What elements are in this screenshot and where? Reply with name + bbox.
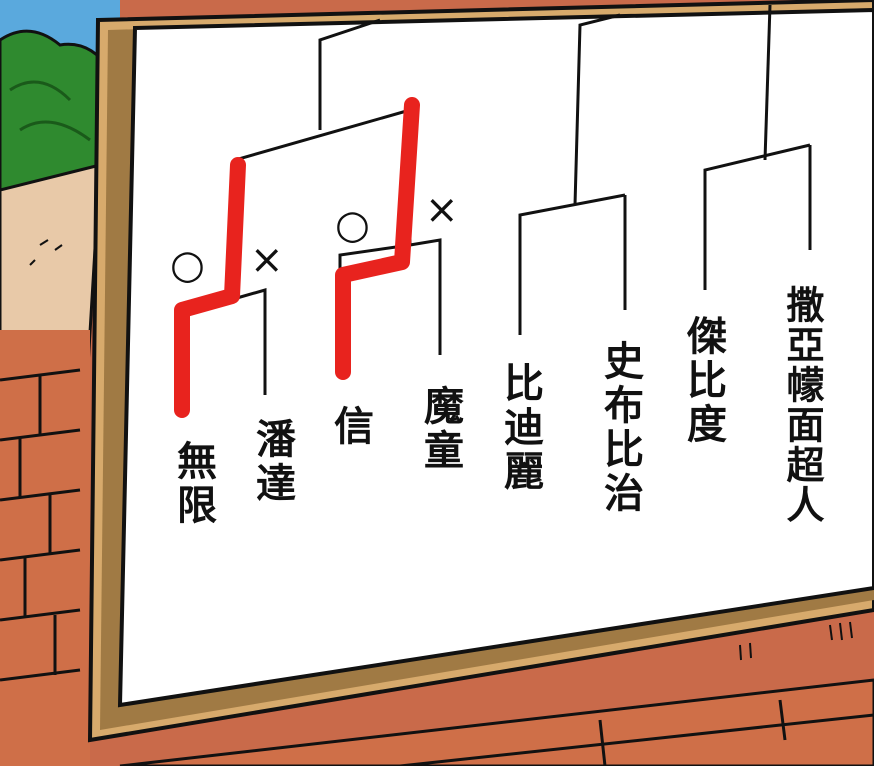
entrant-name-2: 潘達	[249, 418, 296, 506]
entrant-name-4: 魔童	[417, 385, 464, 473]
entrant-name-5: 比迪麗	[497, 362, 544, 494]
winner-path	[174, 97, 420, 418]
lose-mark-2: ×	[250, 237, 284, 283]
entrant-name-6: 史布比治	[597, 340, 644, 516]
entrant-name-1: 無限	[170, 440, 217, 528]
win-mark-1: ○	[170, 242, 205, 288]
win-mark-3: ○	[335, 202, 370, 248]
entrant-name-3: 信	[327, 405, 374, 449]
entrant-name-8: 撒亞幪面超人	[780, 285, 825, 525]
lose-mark-4: ×	[425, 187, 459, 233]
entrant-name-7: 傑比度	[680, 315, 727, 447]
